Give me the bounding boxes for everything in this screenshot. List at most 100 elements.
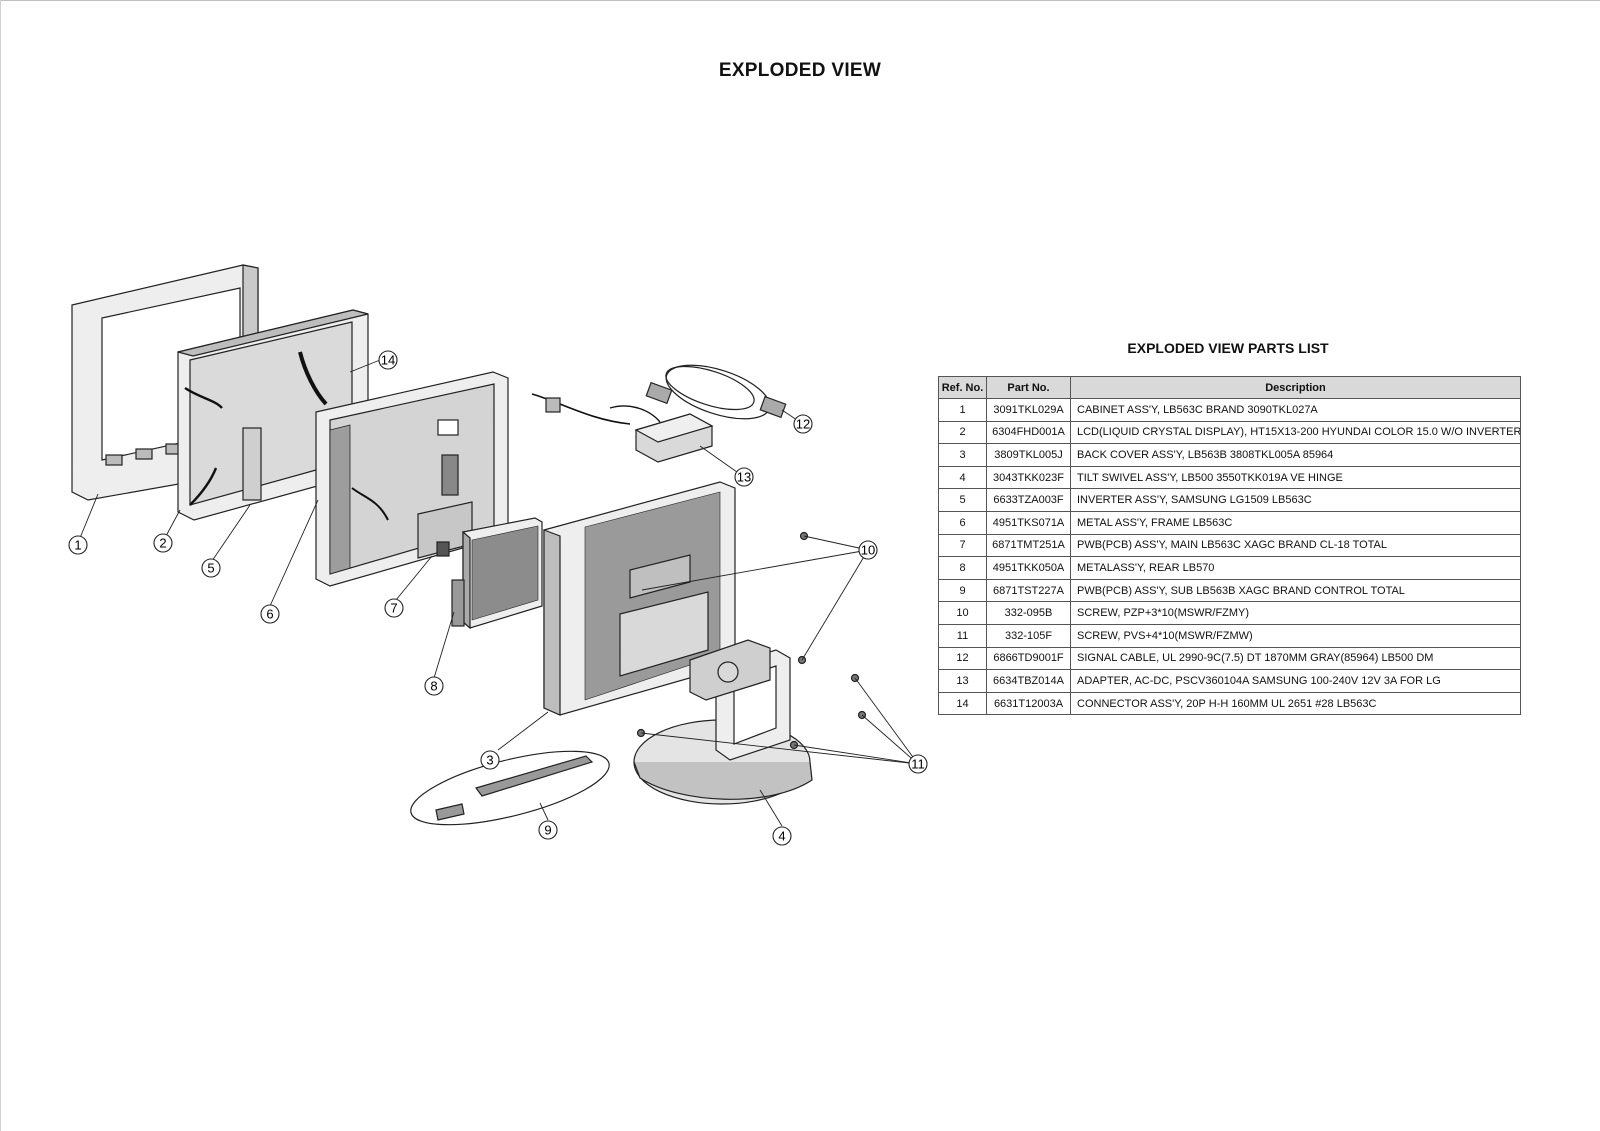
description-cell: CABINET ASS'Y, LB563C BRAND 3090TKL027A [1070,398,1521,422]
part-no-cell: 6866TD9001F [986,646,1071,671]
leader-lines [79,359,919,827]
parts-list-title: EXPLODED VIEW PARTS LIST [1127,340,1329,356]
callout-1: 1 [68,535,88,555]
callout-7: 7 [384,598,404,618]
description-cell: METAL ASS'Y, FRAME LB563C [1070,510,1521,535]
callout-2: 2 [153,533,173,553]
description-header: Description [1070,376,1521,399]
description-cell: TILT SWIVEL ASS'Y, LB500 3550TKK019A VE … [1070,465,1521,490]
callout-circle [734,467,754,487]
callout-label: 13 [737,470,751,485]
callout-11: 11 [908,754,928,774]
callout-circle [772,826,792,846]
callout-circle [201,558,221,578]
callout-6: 6 [260,604,280,624]
part-no-cell: 6633TZA003F [986,488,1071,512]
part-no-cell: 332-105F [986,623,1071,648]
description-cell: LCD(LIQUID CRYSTAL DISPLAY), HT15X13-200… [1070,420,1521,445]
callout-3: 3 [480,750,500,770]
ref-no-cell: 6 [938,510,987,535]
callout-label: 6 [266,607,273,622]
callout-label: 11 [911,757,925,772]
callout-13: 13 [734,467,754,487]
callout-5: 5 [201,558,221,578]
ref-no-cell: 13 [938,669,987,693]
callout-circle [424,676,444,696]
part-no-cell: 6304FHD001A [986,420,1071,445]
callout-circle [68,535,88,555]
callout-circle [378,350,398,370]
tilt-swivel-drawing [633,639,813,805]
part-no-cell: 6631T12003A [986,691,1071,716]
description-cell: SCREW, PZP+3*10(MSWR/FZMY) [1070,601,1521,625]
callout-label: 2 [159,536,166,551]
ref-no-cell: 8 [938,556,987,580]
parts-table-header: Ref. No. Part No. Description [938,376,1521,399]
description-cell: ADAPTER, AC-DC, PSCV360104A SAMSUNG 100-… [1070,669,1521,693]
part-no-cell: 4951TKS071A [986,510,1071,535]
callout-circle [858,540,878,560]
description-cell: INVERTER ASS'Y, SAMSUNG LG1509 LB563C [1070,488,1521,512]
callout-circle [260,604,280,624]
part-no-cell: 6871TMT251A [986,533,1071,558]
callout-4: 4 [772,826,792,846]
callout-circle [793,414,813,434]
ref-no-cell: 11 [938,623,987,648]
description-cell: METALASS'Y, REAR LB570 [1070,556,1521,580]
ref-no-cell: 10 [938,601,987,625]
callout-label: 9 [544,823,551,838]
callout-circle [384,598,404,618]
callout-circle [908,754,928,774]
callout-label: 1 [74,538,81,553]
left-border [0,0,1,1131]
part-no-cell: 6634TBZ014A [986,669,1071,693]
callout-label: 3 [486,753,493,768]
ref-no-header: Ref. No. [938,376,987,399]
part-no-header: Part No. [986,376,1071,399]
callout-label: 14 [381,353,395,368]
callout-9: 9 [538,820,558,840]
callout-14: 14 [378,350,398,370]
callout-label: 7 [390,601,397,616]
callout-label: 12 [796,417,810,432]
ref-no-cell: 3 [938,443,987,467]
callout-circle [538,820,558,840]
callout-8: 8 [424,676,444,696]
page-title: EXPLODED VIEW [718,60,882,81]
description-cell: SIGNAL CABLE, UL 2990-9C(7.5) DT 1870MM … [1070,646,1521,671]
description-cell: SCREW, PVS+4*10(MSWR/FZMW) [1070,623,1521,648]
callout-label: 5 [207,561,214,576]
rear-metal-drawing [451,517,543,630]
part-no-cell: 6871TST227A [986,578,1071,603]
ref-no-cell: 5 [938,488,987,512]
ref-no-cell: 4 [938,465,987,490]
part-no-cell: 332-095B [986,601,1071,625]
callout-12: 12 [793,414,813,434]
callout-label: 8 [430,679,437,694]
callout-label: 4 [778,829,785,844]
part-no-cell: 3043TKK023F [986,465,1071,490]
adapter-drawing [531,393,714,463]
callout-10: 10 [858,540,878,560]
description-cell: PWB(PCB) ASS'Y, MAIN LB563C XAGC BRAND C… [1070,533,1521,558]
ref-no-cell: 12 [938,646,987,671]
ref-no-cell: 7 [938,533,987,558]
description-cell: PWB(PCB) ASS'Y, SUB LB563B XAGC BRAND CO… [1070,578,1521,603]
ref-no-cell: 14 [938,691,987,716]
description-cell: CONNECTOR ASS'Y, 20P H-H 160MM UL 2651 #… [1070,691,1521,716]
